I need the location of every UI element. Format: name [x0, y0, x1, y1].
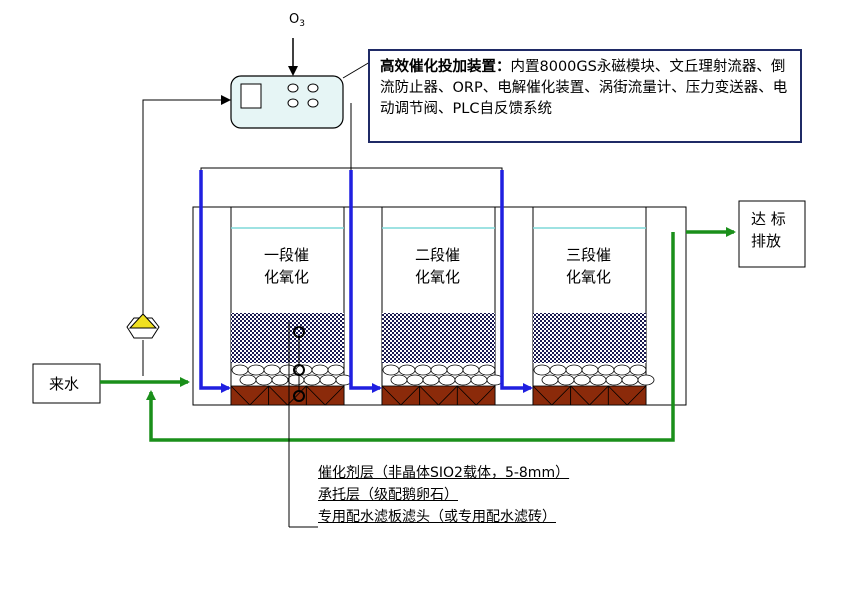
stage-label-line2: 化氧化 [566, 268, 611, 286]
dosing-device [230, 75, 344, 129]
downflow-pipe [500, 170, 533, 393]
ozone-label: O3 [289, 12, 305, 29]
device-callout: 高效催化投加装置：内置8000GS永磁模块、文丘理射流器、倒流防止器、ORP、电… [368, 49, 802, 143]
filter-bricks [230, 385, 345, 406]
stage-label-line2: 化氧化 [264, 268, 309, 286]
catalyst-layer [533, 313, 646, 363]
stage-label-line2: 化氧化 [415, 268, 460, 286]
pebble-layer [533, 364, 655, 386]
outlet-label-line1: 达 标 [751, 210, 786, 228]
catalyst-layer [382, 313, 495, 363]
callout-pointer [342, 61, 371, 79]
legend-item-catalyst: 催化剂层（非晶体SIO2载体，5-8mm） [318, 465, 570, 481]
pump-icon [126, 313, 160, 339]
filter-bricks [532, 385, 647, 406]
outlet-box [738, 200, 806, 268]
stage-label-line1: 三段催 [566, 246, 611, 264]
pebble-layer [382, 364, 504, 386]
stage-label-line1: 二段催 [415, 246, 460, 264]
inlet-label: 来水 [49, 375, 79, 393]
outlet-label-line2: 排放 [751, 232, 781, 250]
distribution-line [200, 167, 503, 170]
filter-bricks [381, 385, 496, 406]
return-loop [146, 232, 675, 442]
device-title: 高效催化投加装置： [380, 59, 511, 75]
catalyst-layer [231, 313, 344, 363]
downflow-pipe [199, 170, 231, 393]
device-description: 内置8000GS永磁模块、文丘理射流器、倒流防止器、ORP、电解催化装置、涡街流… [380, 59, 788, 117]
downflow-pipe [349, 170, 382, 393]
legend-item-support: 承托层（级配鹅卵石） [318, 487, 458, 503]
legend-item-filter: 专用配水滤板滤头（或专用配水滤砖） [318, 509, 556, 525]
stage-label-line1: 一段催 [264, 246, 309, 264]
